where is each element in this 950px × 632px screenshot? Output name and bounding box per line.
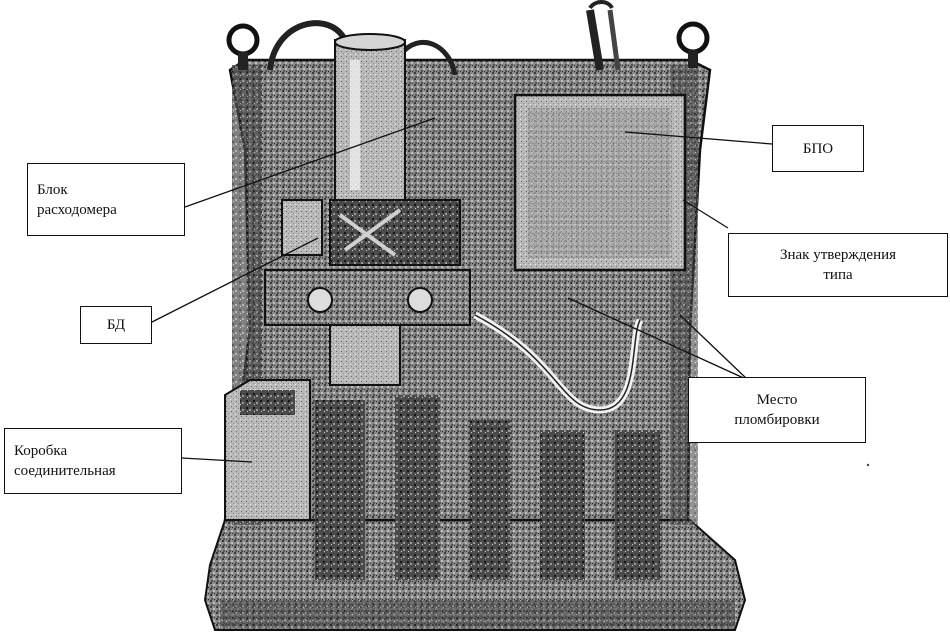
leader-znak	[682, 199, 729, 229]
callout-mesto: Место пломбировки	[688, 377, 866, 443]
lifting-eye-right	[676, 21, 710, 68]
callout-znak-line1: Знак утверждения	[779, 247, 897, 263]
leader-bd	[151, 237, 319, 323]
bd-block	[281, 199, 461, 266]
callout-bd: БД	[80, 306, 152, 344]
lower-pipework	[315, 395, 660, 580]
callout-korobka-line2: соединительная	[14, 463, 116, 479]
flowmeter-cylinder	[334, 33, 406, 201]
top-cables	[267, 0, 621, 76]
callout-znak-line2: типа	[823, 267, 853, 283]
callout-bpo-text: БПО	[802, 140, 834, 157]
hose	[473, 311, 644, 414]
callout-korobka: Коробка соединительная	[4, 428, 182, 494]
leader-blok-raskhodomera	[184, 117, 436, 208]
leader-lines	[151, 117, 773, 463]
valve-assembly	[264, 269, 471, 386]
speck	[866, 463, 870, 467]
leader-mesto-2	[679, 314, 749, 381]
callout-korobka-line1: Коробка	[14, 443, 68, 459]
leader-mesto-1	[567, 297, 749, 381]
lifting-eye-left	[226, 23, 260, 70]
callout-mesto-line1: Место	[756, 392, 798, 408]
callout-bpo: БПО	[772, 125, 864, 172]
callout-blok-raskhodomera-line1: Блок	[37, 181, 68, 198]
callout-bd-text: БД	[106, 317, 126, 333]
leader-korobka	[181, 457, 253, 463]
bpo-box	[513, 93, 687, 272]
callout-blok-raskhodomera-line2: расходомера	[37, 201, 117, 218]
callout-znak: Знак утверждения типа	[728, 233, 948, 297]
junction-box	[224, 379, 311, 521]
leader-bpo	[624, 131, 773, 145]
callout-blok-raskhodomera: Блок расходомера	[27, 163, 185, 236]
callout-mesto-line2: пломбировки	[734, 412, 820, 428]
